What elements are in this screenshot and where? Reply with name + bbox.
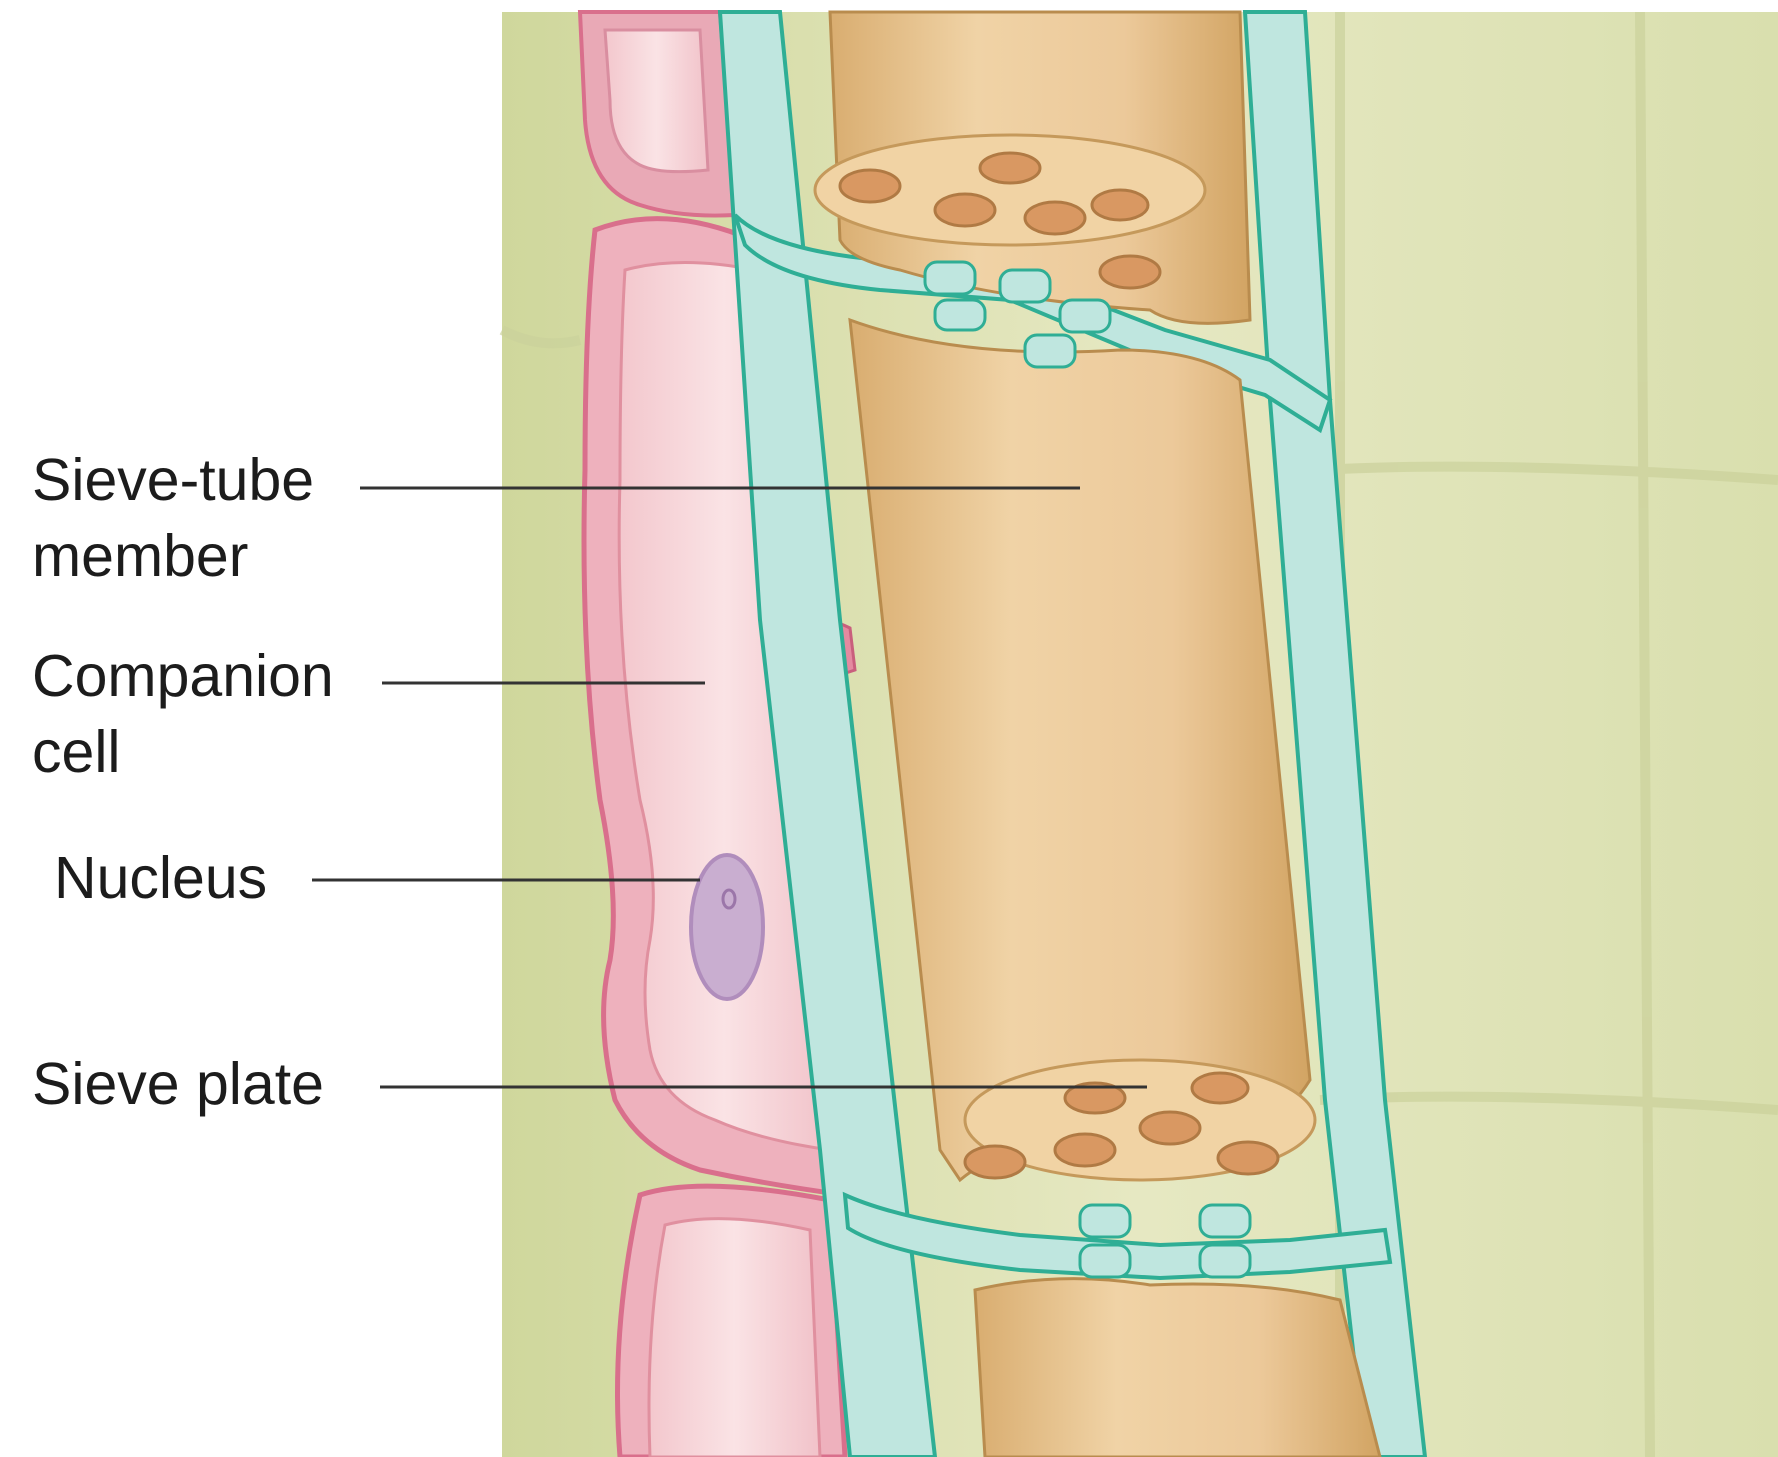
nucleus-shape bbox=[691, 855, 763, 999]
label-companion-cell: Companion cell bbox=[32, 638, 334, 790]
label-companion-line2: cell bbox=[32, 714, 334, 790]
label-sieve-tube-line2: member bbox=[32, 518, 314, 594]
label-sieve-plate: Sieve plate bbox=[32, 1046, 324, 1122]
label-nucleus-text: Nucleus bbox=[54, 840, 267, 916]
label-sieve-tube-member: Sieve-tube member bbox=[32, 442, 314, 594]
label-sieve-plate-text: Sieve plate bbox=[32, 1046, 324, 1122]
label-sieve-tube-line1: Sieve-tube bbox=[32, 442, 314, 518]
label-companion-line1: Companion bbox=[32, 638, 334, 714]
label-nucleus: Nucleus bbox=[54, 840, 267, 916]
